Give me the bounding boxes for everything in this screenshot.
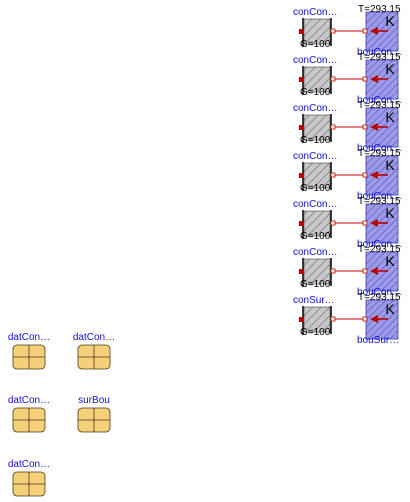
unit-letter: K xyxy=(385,301,395,317)
record-name: datCon… xyxy=(7,332,51,343)
thermal-conductor-icon xyxy=(299,210,336,238)
conductance-value: G=100 xyxy=(300,327,331,338)
port-b xyxy=(330,76,336,82)
temperature-value: T=293.15 xyxy=(358,196,401,207)
record-name: datCon… xyxy=(72,332,116,343)
port-boundary xyxy=(362,172,368,178)
port-boundary xyxy=(362,28,368,34)
unit-letter: K xyxy=(385,157,395,173)
unit-letter: K xyxy=(385,253,395,269)
data-record-icon xyxy=(77,407,111,433)
thermal-conductor-icon xyxy=(299,162,336,190)
boundary-name: bouCon… xyxy=(357,95,403,106)
arrow-head-icon xyxy=(370,75,378,83)
fixed-temperature-icon: K xyxy=(362,155,399,196)
fixed-temperature-icon: K xyxy=(362,203,399,244)
port-a xyxy=(299,317,304,322)
fixed-temperature-icon: K xyxy=(362,251,399,292)
row-2: K xyxy=(299,59,399,100)
arrow-head-icon xyxy=(370,267,378,275)
arrow-head-icon xyxy=(370,219,378,227)
component-name: conCon… xyxy=(293,199,338,210)
port-a xyxy=(299,77,304,82)
temperature-value: T=293.15 xyxy=(358,244,401,255)
boundary-name: bouSur… xyxy=(357,335,400,346)
fixed-temperature-icon: K xyxy=(362,11,399,52)
conductance-value: G=100 xyxy=(300,279,331,290)
thermal-conductor-icon xyxy=(299,66,336,94)
port-boundary xyxy=(362,316,368,322)
row-1: K xyxy=(299,11,399,52)
conductance-value: G=100 xyxy=(300,231,331,242)
row-6: K xyxy=(299,251,399,292)
conductance-value: G=100 xyxy=(300,135,331,146)
port-boundary xyxy=(362,268,368,274)
boundary-name: bouCon… xyxy=(357,287,403,298)
temperature-value: T=293.15 xyxy=(358,4,401,15)
thermal-conductor-icon xyxy=(299,18,336,46)
port-b xyxy=(330,172,336,178)
fixed-temperature-icon: K xyxy=(362,299,399,340)
conductance-value: G=100 xyxy=(300,183,331,194)
port-b xyxy=(330,124,336,130)
temperature-value: T=293.15 xyxy=(358,292,401,303)
data-record-icon xyxy=(12,471,46,497)
port-a xyxy=(299,221,304,226)
port-a xyxy=(299,125,304,130)
port-b xyxy=(330,316,336,322)
data-record-icon xyxy=(77,344,111,370)
boundary-name: bouCon… xyxy=(357,143,403,154)
port-boundary xyxy=(362,220,368,226)
unit-letter: K xyxy=(385,61,395,77)
component-name: conCon… xyxy=(293,103,338,114)
row-5: K xyxy=(299,203,399,244)
port-boundary xyxy=(362,76,368,82)
temperature-value: T=293.15 xyxy=(358,148,401,159)
data-record-icon xyxy=(12,344,46,370)
row-7: K xyxy=(299,299,399,340)
port-b xyxy=(330,220,336,226)
record-name: surBou xyxy=(78,395,110,406)
unit-letter: K xyxy=(385,205,395,221)
port-a xyxy=(299,29,304,34)
boundary-name: bouCon… xyxy=(357,191,403,202)
arrow-head-icon xyxy=(370,123,378,131)
port-a xyxy=(299,269,304,274)
component-name: conCon… xyxy=(293,151,338,162)
component-name: conCon… xyxy=(293,7,338,18)
record-name: datCon… xyxy=(7,459,51,470)
data-record-icon xyxy=(12,407,46,433)
arrow-head-icon xyxy=(370,315,378,323)
arrow-head-icon xyxy=(370,27,378,35)
fixed-temperature-icon: K xyxy=(362,107,399,148)
temperature-value: T=293.15 xyxy=(358,52,401,63)
unit-letter: K xyxy=(385,13,395,29)
record-name: datCon… xyxy=(7,395,51,406)
conductance-value: G=100 xyxy=(300,87,331,98)
conductance-value: G=100 xyxy=(300,39,331,50)
temperature-value: T=293.15 xyxy=(358,100,401,111)
boundary-name: bouCon… xyxy=(357,47,403,58)
port-a xyxy=(299,173,304,178)
component-name: conCon… xyxy=(293,247,338,258)
port-boundary xyxy=(362,124,368,130)
fixed-temperature-icon: K xyxy=(362,59,399,100)
boundary-name: bouCon… xyxy=(357,239,403,250)
arrow-head-icon xyxy=(370,171,378,179)
thermal-conductor-icon xyxy=(299,114,336,142)
row-3: K xyxy=(299,107,399,148)
component-name: conCon… xyxy=(293,55,338,66)
thermal-conductor-icon xyxy=(299,258,336,286)
port-b xyxy=(330,268,336,274)
row-4: K xyxy=(299,155,399,196)
unit-letter: K xyxy=(385,109,395,125)
port-b xyxy=(330,28,336,34)
thermal-conductor-icon xyxy=(299,306,336,334)
component-name: conSur… xyxy=(293,295,335,306)
